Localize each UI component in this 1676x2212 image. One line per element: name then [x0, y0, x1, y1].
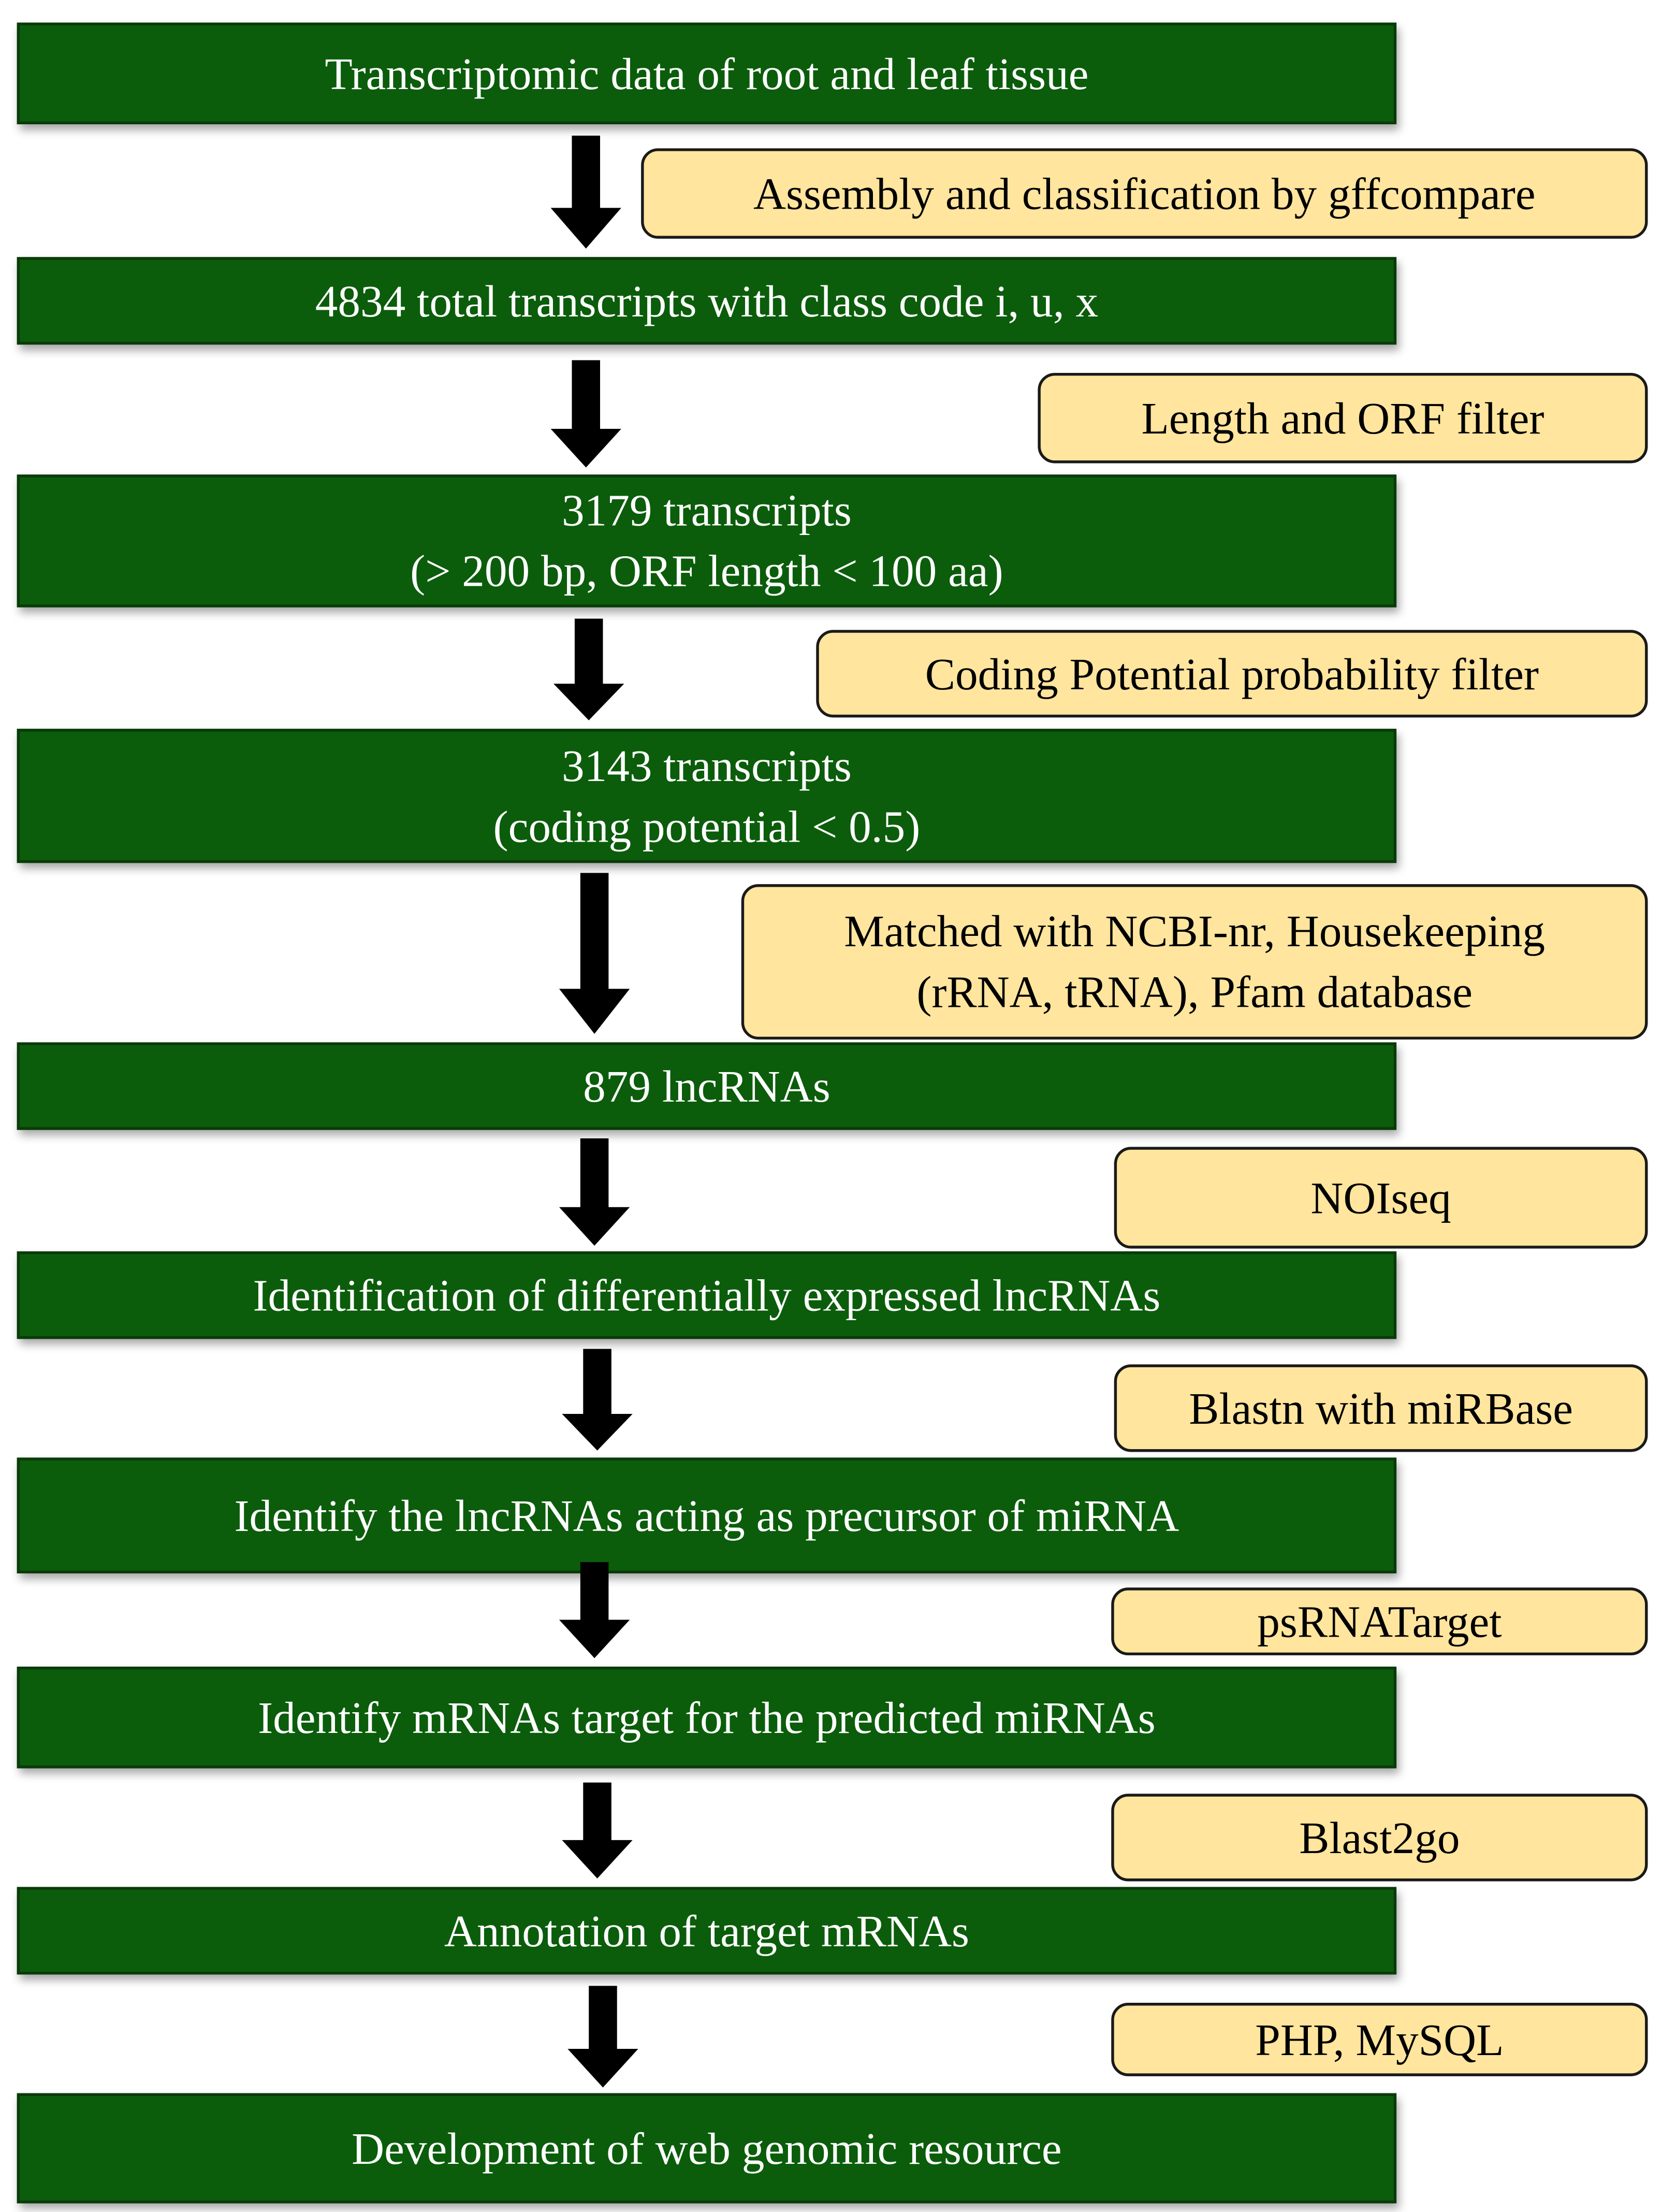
down-arrow-icon	[550, 360, 621, 468]
step-mirna-precursor: Identify the lncRNAs acting as precursor…	[17, 1457, 1397, 1573]
down-arrow-icon	[553, 618, 624, 720]
tool-length-orf-filter: Length and ORF filter	[1038, 372, 1648, 464]
step-label: Identification of differentially express…	[253, 1269, 1161, 1320]
step-lncrnas: 879 lncRNAs	[17, 1042, 1397, 1130]
step-label-detail: (> 200 bp, ORF length < 100 aa)	[410, 545, 1003, 596]
step-label: 3179 transcripts	[561, 484, 852, 536]
step-label: Identify the lncRNAs acting as precursor…	[234, 1489, 1179, 1540]
step-transcriptomic-data: Transcriptomic data of root and leaf tis…	[17, 22, 1397, 124]
tool-label-detail: (rRNA, tRNA), Pfam database	[916, 966, 1473, 1017]
tool-psrnatarget: psRNATarget	[1111, 1587, 1648, 1656]
tool-label: Blastn with miRBase	[1189, 1382, 1573, 1433]
step-label: 3143 transcripts	[561, 739, 852, 790]
down-arrow-icon	[550, 135, 621, 249]
tool-label: Blast2go	[1299, 1811, 1460, 1862]
step-mrna-targets: Identify mRNAs target for the predicted …	[17, 1666, 1397, 1769]
tool-coding-potential-filter: Coding Potential probability filter	[816, 630, 1648, 718]
tool-label: Assembly and classification by gffcompar…	[753, 167, 1536, 219]
tool-noiseq: NOIseq	[1114, 1147, 1648, 1249]
tool-label: Length and ORF filter	[1141, 392, 1544, 443]
step-3179-transcripts: 3179 transcripts (> 200 bp, ORF length <…	[17, 474, 1397, 608]
step-label: Transcriptomic data of root and leaf tis…	[325, 47, 1089, 98]
down-arrow-icon	[559, 873, 630, 1034]
step-label-detail: (coding potential < 0.5)	[493, 800, 921, 851]
tool-label: NOIseq	[1310, 1172, 1451, 1223]
tool-php-mysql: PHP, MySQL	[1111, 2003, 1648, 2076]
step-label: Annotation of target mRNAs	[444, 1904, 969, 1956]
down-arrow-icon	[567, 1986, 638, 2088]
down-arrow-icon	[559, 1138, 630, 1246]
tool-blastn-mirbase: Blastn with miRBase	[1114, 1364, 1648, 1452]
step-total-transcripts: 4834 total transcripts with class code i…	[17, 257, 1397, 345]
tool-label: psRNATarget	[1257, 1595, 1502, 1646]
step-label: Identify mRNAs target for the predicted …	[258, 1691, 1156, 1742]
tool-label: Coding Potential probability filter	[925, 647, 1539, 699]
step-web-resource: Development of web genomic resource	[17, 2093, 1397, 2204]
step-target-annotation: Annotation of target mRNAs	[17, 1887, 1397, 1975]
step-label: Development of web genomic resource	[352, 2122, 1062, 2173]
down-arrow-icon	[562, 1349, 633, 1451]
tool-label: PHP, MySQL	[1255, 2013, 1504, 2064]
step-3143-transcripts: 3143 transcripts (coding potential < 0.5…	[17, 729, 1397, 863]
step-label: 4834 total transcripts with class code i…	[315, 274, 1099, 326]
step-label: 879 lncRNAs	[583, 1060, 830, 1111]
tool-database-match: Matched with NCBI-nr, Housekeeping (rRNA…	[741, 884, 1648, 1040]
down-arrow-icon	[562, 1782, 633, 1879]
tool-blast2go: Blast2go	[1111, 1794, 1648, 1882]
tool-label: Matched with NCBI-nr, Housekeeping	[844, 905, 1545, 957]
tool-gffcompare: Assembly and classification by gffcompar…	[641, 148, 1648, 239]
step-differential-expression: Identification of differentially express…	[17, 1251, 1397, 1339]
down-arrow-icon	[559, 1562, 630, 1658]
